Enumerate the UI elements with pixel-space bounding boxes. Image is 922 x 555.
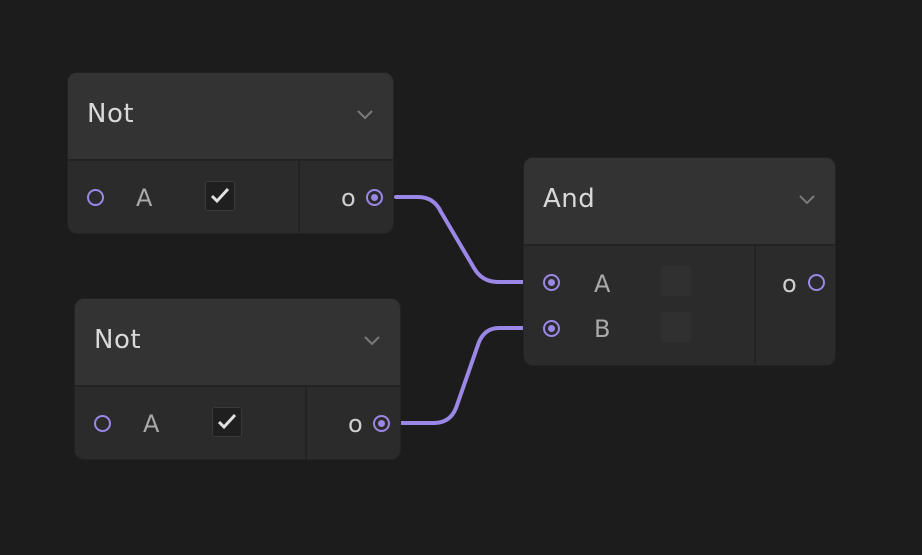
node-title: And xyxy=(543,184,596,214)
input-port-a[interactable] xyxy=(87,189,104,206)
node-header[interactable]: Not xyxy=(68,73,393,161)
divider xyxy=(298,161,300,233)
node-body: A o xyxy=(75,387,400,459)
node-title: Not xyxy=(87,99,135,129)
input-port-a[interactable] xyxy=(94,415,111,432)
and-node[interactable]: And A B o xyxy=(524,158,835,365)
output-port-o[interactable] xyxy=(808,274,825,291)
chevron-down-icon[interactable] xyxy=(363,334,381,348)
input-label-a: A xyxy=(594,270,611,298)
node-body: A B o xyxy=(524,246,835,365)
not-node-2[interactable]: Not A o xyxy=(75,299,400,459)
node-body: A o xyxy=(68,161,393,233)
input-a-checkbox[interactable] xyxy=(205,181,235,211)
output-label-o: o xyxy=(341,184,356,212)
input-a-value-field xyxy=(661,266,691,296)
input-label-b: B xyxy=(594,315,611,343)
output-port-o[interactable] xyxy=(366,189,383,206)
input-a-checkbox[interactable] xyxy=(212,407,242,437)
chevron-down-icon[interactable] xyxy=(356,108,374,122)
not-node-1[interactable]: Not A o xyxy=(68,73,393,233)
input-port-b[interactable] xyxy=(543,320,560,337)
input-b-value-field xyxy=(661,312,691,342)
checkmark-icon xyxy=(210,187,230,204)
checkmark-icon xyxy=(217,413,237,430)
input-port-a[interactable] xyxy=(543,274,560,291)
node-title: Not xyxy=(94,325,142,355)
chevron-down-icon[interactable] xyxy=(798,193,816,207)
divider xyxy=(305,387,307,459)
output-port-o[interactable] xyxy=(373,415,390,432)
output-label-o: o xyxy=(782,270,797,298)
input-label-a: A xyxy=(136,184,153,212)
output-label-o: o xyxy=(348,410,363,438)
node-header[interactable]: Not xyxy=(75,299,400,387)
input-label-a: A xyxy=(143,410,160,438)
node-header[interactable]: And xyxy=(524,158,835,246)
divider xyxy=(754,246,756,365)
